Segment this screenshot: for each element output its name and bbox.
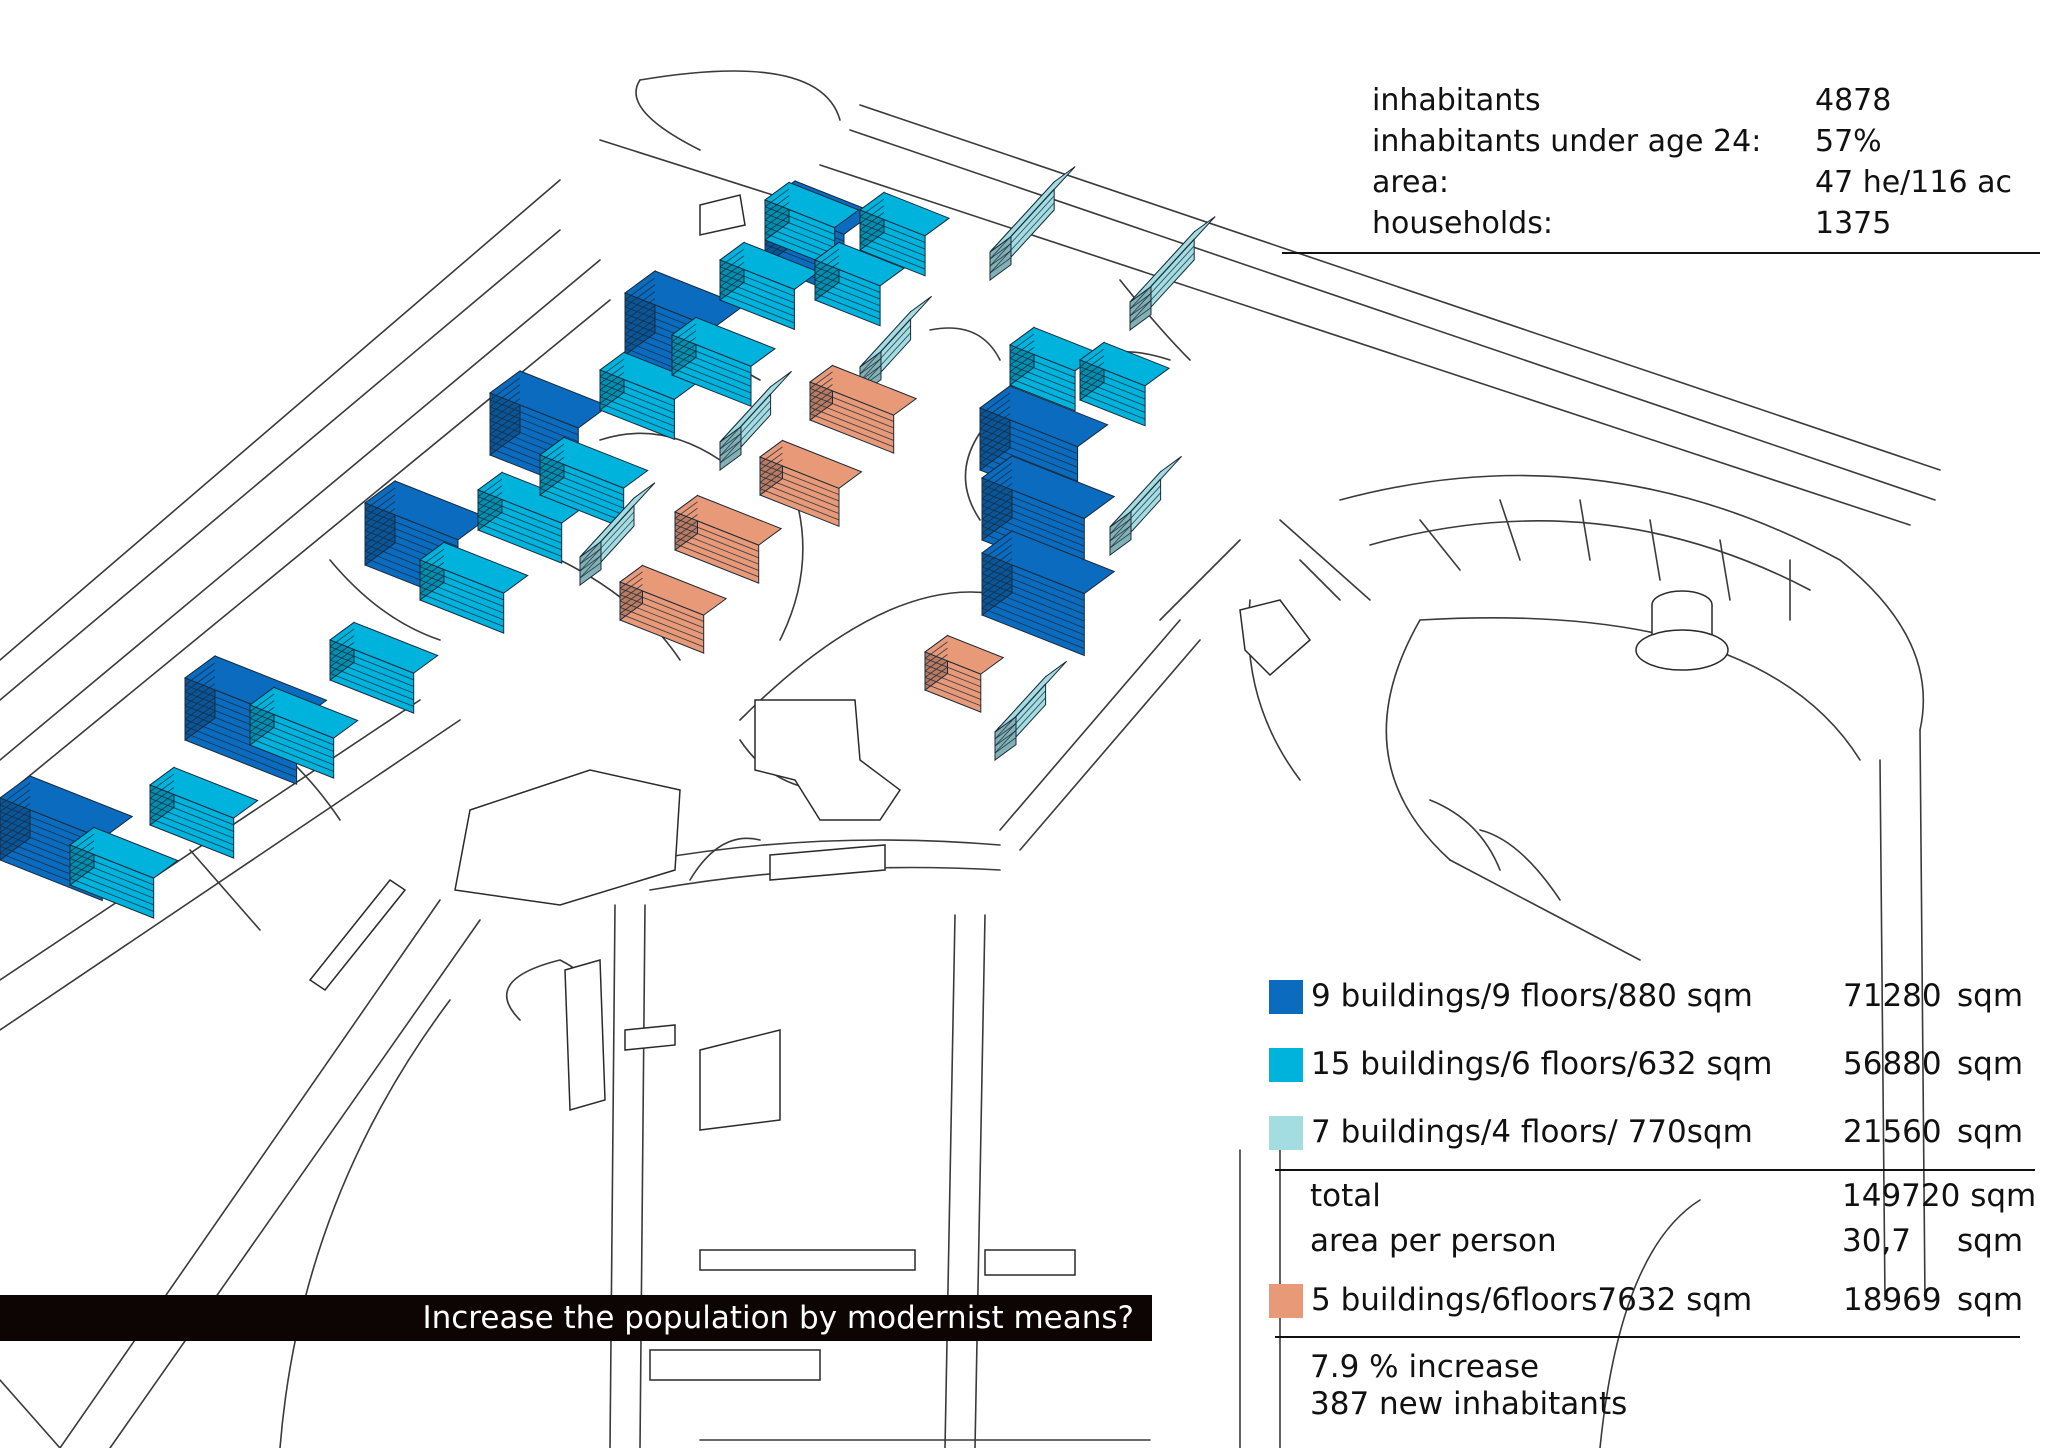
legend-unit: sqm (1957, 1282, 2024, 1318)
four-floor-block (719, 370, 792, 472)
four-floor-block (1109, 455, 1182, 557)
new-six-floor-block (758, 439, 863, 528)
stat-row: area: 47 he/116 ac (1282, 162, 2040, 203)
legend-row-six-floors: 15 buildings/6 floors/632 sqm 56880 sqm (1265, 1030, 2045, 1098)
stat-label: inhabitants under age 24: (1372, 124, 1762, 159)
total-label: total (1310, 1178, 1381, 1214)
four-floor-block (579, 482, 656, 587)
stat-row: households: 1375 (1282, 203, 2040, 244)
legend-label: 5 buildings/6floors7632 sqm (1311, 1282, 1753, 1318)
stat-value: 57% (1815, 124, 1882, 159)
per-person-unit: sqm (1957, 1223, 2024, 1259)
per-person-label: area per person (1310, 1223, 1557, 1259)
legend-row-nine-floors: 9 buildings/9 floors/880 sqm 71280 sqm (1265, 962, 2045, 1030)
four-floor-block (859, 295, 932, 397)
four-floor-block (1129, 216, 1216, 332)
legend-divider (1275, 1169, 2035, 1171)
four-floor-block (989, 166, 1076, 282)
new-six-floor-block (808, 364, 918, 454)
new-six-floor-block (923, 634, 1005, 713)
four-floor-blocks (579, 166, 1216, 762)
six-floor-block (1008, 326, 1101, 412)
six-floor-block (598, 351, 700, 441)
legend-unit: sqm (1957, 1114, 2024, 1150)
legend-swatch (1269, 1116, 1303, 1150)
six-floor-block (813, 241, 906, 327)
increase-percent: 7.9 % increase (1310, 1349, 1540, 1385)
new-six-floor-block (618, 564, 728, 654)
legend-label: 7 buildings/4 floors/ 770sqm (1311, 1114, 1753, 1150)
legend-label: 15 buildings/6 floors/632 sqm (1311, 1046, 1773, 1082)
legend-value: 18969 (1843, 1282, 1942, 1318)
legend-row-new-buildings: 5 buildings/6floors7632 sqm 18969 sqm (1265, 1266, 2045, 1334)
stat-label: households: (1372, 206, 1553, 241)
stat-row: inhabitants under age 24: 57% (1282, 121, 2040, 162)
legend-unit: sqm (1957, 1046, 2024, 1082)
stat-row: inhabitants 4878 (1282, 80, 2040, 121)
stat-value: 4878 (1815, 83, 1892, 118)
six-floor-block (248, 686, 359, 779)
legend-value: 56880 (1843, 1046, 1942, 1082)
six-floor-block (148, 766, 259, 859)
stat-label: inhabitants (1372, 83, 1541, 118)
stat-label: area: (1372, 165, 1450, 200)
legend-value: 21560 (1843, 1114, 1942, 1150)
six-floor-block (1078, 341, 1171, 427)
road-network (0, 70, 1941, 1448)
stat-value: 1375 (1815, 206, 1892, 241)
white-buildings (308, 194, 1312, 1381)
legend-row-four-floors: 7 buildings/4 floors/ 770sqm 21560 sqm (1265, 1098, 2045, 1166)
legend-unit: sqm (1957, 978, 2024, 1014)
nine-floor-block (363, 480, 490, 603)
nine-floor-block (980, 530, 1116, 657)
building-legend: 9 buildings/9 floors/880 sqm 71280 sqm 1… (1265, 962, 2045, 1166)
legend-swatch (1269, 1048, 1303, 1082)
six-floor-block (418, 541, 529, 634)
total-value: 149720 sqm (1842, 1178, 2037, 1214)
legend-swatch (1269, 980, 1303, 1014)
caption-banner: Increase the population by modernist mea… (0, 1295, 1152, 1341)
new-inhabitants: 387 new inhabitants (1310, 1386, 1628, 1422)
six-floor-block (68, 826, 179, 919)
six-floor-block (763, 181, 860, 269)
new-six-floor-blocks (618, 364, 1005, 713)
six-floor-block (670, 316, 777, 408)
legend-swatch (1269, 1284, 1303, 1318)
stat-value: 47 he/116 ac (1815, 165, 2012, 200)
six-floor-block (476, 471, 587, 564)
six-floor-block (328, 621, 439, 714)
per-person-value: 30,7 (1842, 1223, 1912, 1259)
legend-value: 71280 (1843, 978, 1942, 1014)
four-floor-block (994, 660, 1067, 762)
site-statistics: inhabitants 4878 inhabitants under age 2… (1282, 80, 2040, 244)
stats-divider (1282, 252, 2040, 254)
legend-divider (1275, 1336, 2020, 1338)
legend-label: 9 buildings/9 floors/880 sqm (1311, 978, 1753, 1014)
six-floor-blocks (68, 181, 1171, 919)
new-six-floor-block (673, 494, 783, 584)
six-floor-block (858, 191, 951, 277)
six-floor-block (538, 436, 649, 529)
